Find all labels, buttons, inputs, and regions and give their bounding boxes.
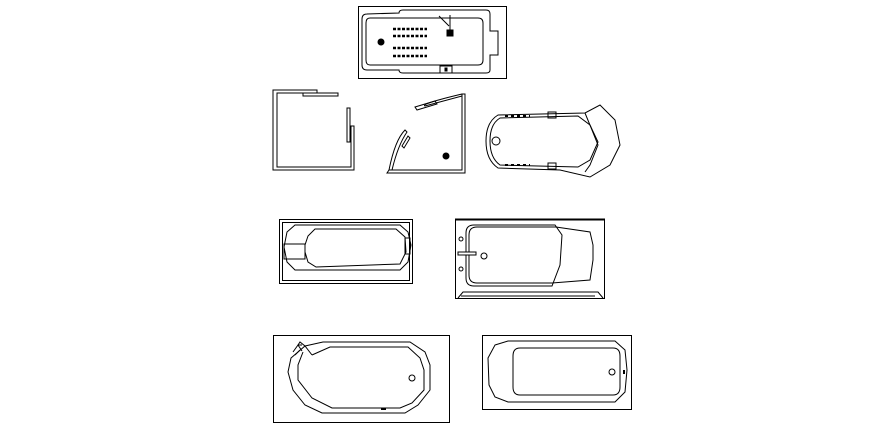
drain-icon: [408, 374, 416, 382]
sliding-door-side: [346, 107, 351, 143]
door-panel-mid: [414, 100, 438, 111]
tub-basin-outer: [283, 224, 412, 271]
tub-with-faucet-and-apron: [455, 218, 605, 299]
tub-outline: [358, 6, 507, 79]
rectangular-tub-with-drain: [482, 335, 632, 410]
grab-handle: [547, 111, 557, 119]
tub-outline: [273, 335, 450, 423]
drain-icon: [608, 368, 616, 376]
corner-shower-enclosure: [386, 93, 466, 174]
drain-icon: [491, 136, 501, 146]
tub-rim: [487, 340, 628, 403]
grab-handle: [547, 162, 557, 170]
tub-basin: [297, 346, 425, 409]
door-panel-side: [388, 129, 408, 171]
shower-wall: [386, 93, 466, 174]
faucet-icon: [457, 251, 477, 256]
faucet-handle: [446, 29, 454, 37]
tub-basin: [304, 228, 407, 268]
sliding-door-top: [302, 92, 339, 97]
tub-outer: [485, 104, 621, 178]
tub-basin: [512, 347, 621, 396]
oval-tub-with-headrest: [485, 104, 621, 178]
tub-rim: [465, 224, 563, 287]
whirlpool-tub-with-jets: [358, 6, 507, 79]
tub-outline: [482, 335, 632, 410]
overflow-box: [404, 237, 411, 255]
handle-hot: [458, 236, 464, 242]
tub-outline: [279, 219, 413, 284]
faucet-icon: [297, 341, 313, 356]
drain-icon: [480, 252, 488, 260]
tub-rim: [361, 9, 499, 74]
overflow-box: [439, 65, 453, 74]
apron: [457, 291, 604, 299]
jet-rows: [393, 27, 427, 58]
shower-wall: [272, 89, 355, 171]
oval-tub-with-faucet: [273, 335, 450, 423]
handle-cold: [458, 266, 464, 272]
drain-icon: [377, 38, 385, 46]
drain-icon: [442, 152, 450, 160]
tub-outer: [287, 341, 431, 414]
tub-with-backrest: [279, 219, 413, 284]
tub-basin: [365, 17, 484, 66]
square-shower-enclosure: [272, 89, 355, 171]
tub-basin: [468, 226, 594, 284]
backrest: [283, 243, 306, 260]
tub-basin: [489, 115, 599, 168]
